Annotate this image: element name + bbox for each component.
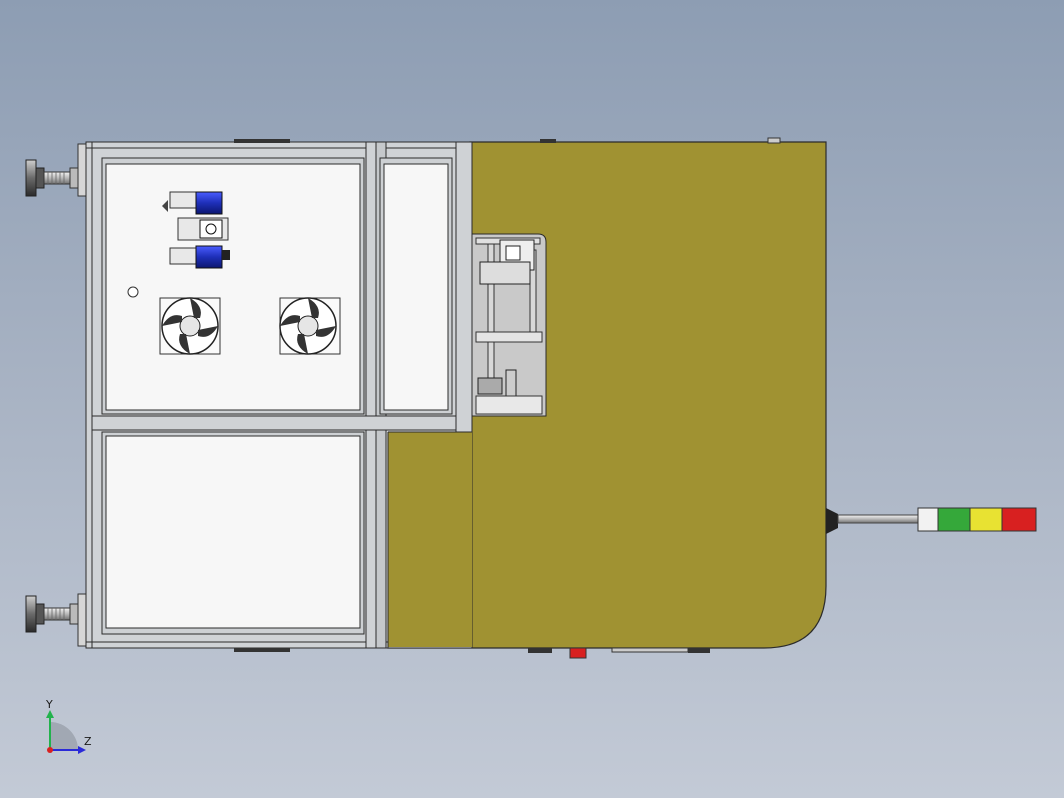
mechanism-window[interactable]	[471, 233, 547, 417]
top-bracket-left	[234, 139, 290, 143]
tower-light-red	[1001, 507, 1037, 532]
panel-upper-left[interactable]	[101, 157, 365, 415]
tower-light-yellow	[969, 507, 1003, 532]
cooling-fan-right[interactable]	[279, 297, 341, 355]
cooling-fan-left[interactable]	[159, 297, 221, 355]
tower-light-white	[917, 507, 939, 532]
leveling-foot-top	[25, 143, 87, 197]
orientation-triad[interactable]: Y Z	[45, 698, 92, 754]
leveling-foot-bottom	[25, 593, 87, 647]
panel-hole	[127, 286, 139, 298]
panel-lower-left[interactable]	[101, 431, 365, 635]
emergency-stop[interactable]	[569, 647, 587, 659]
tower-light-green	[937, 507, 971, 532]
bottom-bracket-left	[234, 648, 290, 652]
top-pin	[767, 137, 781, 144]
bottom-bracket-b	[688, 648, 710, 653]
panel-upper-right[interactable]	[379, 157, 453, 415]
triad-z-label: Z	[84, 735, 92, 748]
bottom-rail	[611, 647, 689, 653]
top-bracket-right	[540, 139, 556, 143]
bottom-bracket-a	[528, 648, 552, 653]
triad-y-label: Y	[45, 698, 53, 711]
air-regulator-assembly[interactable]	[162, 191, 230, 269]
signal-tower[interactable]	[826, 507, 1037, 534]
